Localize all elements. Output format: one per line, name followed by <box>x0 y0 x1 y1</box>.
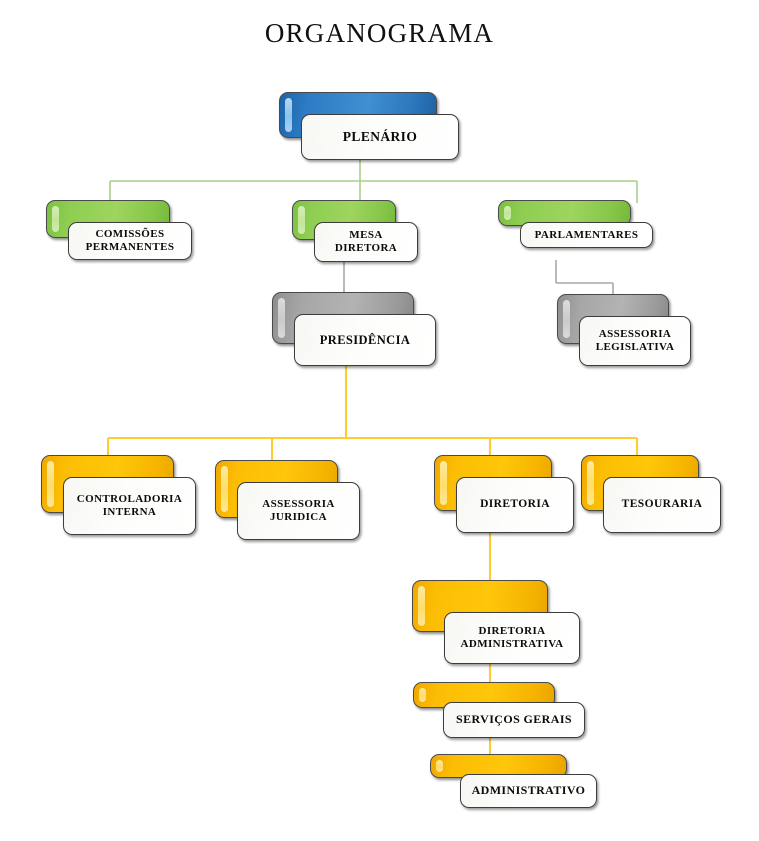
node-servicos-gerais[interactable]: SERVIÇOS GERAIS <box>413 682 585 738</box>
node-assessoria-juridica[interactable]: ASSESSORIA JURIDICA <box>215 460 360 540</box>
node-mesa-diretora-face: MESA DIRETORA <box>314 222 418 262</box>
node-parlamentares-plate <box>498 200 631 226</box>
node-diretoria-administrativa-line2: ADMINISTRATIVA <box>460 638 564 650</box>
node-mesa-diretora-line2: DIRETORA <box>334 242 398 254</box>
node-administrativo[interactable]: ADMINISTRATIVO <box>430 754 597 808</box>
node-tesouraria-face: TESOURARIA <box>603 477 721 533</box>
node-assessoria-legislativa-face: ASSESSORIA LEGISLATIVA <box>579 316 691 366</box>
edge-group-green <box>109 158 638 203</box>
node-diretoria-administrativa-face: DIRETORIA ADMINISTRATIVA <box>444 612 580 664</box>
node-comissoes-permanentes-line1: COMISSÕES <box>95 228 165 241</box>
node-tesouraria[interactable]: TESOURARIA <box>581 455 721 533</box>
node-controladoria-interna-face: CONTROLADORIA INTERNA <box>63 477 196 535</box>
node-tesouraria-line1: TESOURARIA <box>621 498 703 511</box>
node-assessoria-juridica-face: ASSESSORIA JURIDICA <box>237 482 360 540</box>
node-assessoria-legislativa[interactable]: ASSESSORIA LEGISLATIVA <box>557 294 691 366</box>
node-controladoria-interna[interactable]: CONTROLADORIA INTERNA <box>41 455 196 535</box>
edge-group-gold <box>106 366 639 756</box>
node-plenario[interactable]: PLENÁRIO <box>279 92 459 160</box>
node-assessoria-juridica-line2: JURIDICA <box>270 511 327 523</box>
node-servicos-gerais-line1: SERVIÇOS GERAIS <box>456 712 572 727</box>
node-plenario-face: PLENÁRIO <box>301 114 459 160</box>
node-presidencia-face: PRESIDÊNCIA <box>294 314 436 366</box>
node-diretoria-face: DIRETORIA <box>456 477 574 533</box>
node-comissoes-permanentes-line2: PERMANENTES <box>85 241 175 253</box>
node-administrativo-line1: ADMINISTRATIVO <box>471 783 586 798</box>
node-mesa-diretora-line1: MESA <box>349 229 383 242</box>
node-administrativo-face: ADMINISTRATIVO <box>460 774 597 808</box>
node-diretoria-line1: DIRETORIA <box>480 498 550 511</box>
node-assessoria-legislativa-line1: ASSESSORIA <box>598 328 672 341</box>
node-controladoria-interna-line2: INTERNA <box>102 506 157 518</box>
node-mesa-diretora[interactable]: MESA DIRETORA <box>292 200 418 262</box>
page-title: ORGANOGRAMA <box>264 18 495 48</box>
node-assessoria-juridica-line1: ASSESSORIA <box>262 498 335 511</box>
node-parlamentares-face: PARLAMENTARES <box>520 222 653 248</box>
edge-group-gray <box>343 260 614 296</box>
node-parlamentares[interactable]: PARLAMENTARES <box>498 200 653 248</box>
node-parlamentares-line1: PARLAMENTARES <box>534 228 639 241</box>
node-controladoria-interna-line1: CONTROLADORIA <box>76 493 183 506</box>
node-plenario-line1: PLENÁRIO <box>342 129 418 145</box>
node-assessoria-legislativa-line2: LEGISLATIVA <box>595 341 675 353</box>
node-diretoria-administrativa-line1: DIRETORIA <box>478 625 546 638</box>
node-presidencia[interactable]: PRESIDÊNCIA <box>272 292 436 366</box>
node-comissoes-permanentes[interactable]: COMISSÕES PERMANENTES <box>46 200 192 260</box>
node-diretoria-administrativa[interactable]: DIRETORIA ADMINISTRATIVA <box>412 580 580 664</box>
node-comissoes-permanentes-face: COMISSÕES PERMANENTES <box>68 222 192 260</box>
node-presidencia-line1: PRESIDÊNCIA <box>319 332 411 347</box>
node-servicos-gerais-face: SERVIÇOS GERAIS <box>443 702 585 738</box>
node-diretoria[interactable]: DIRETORIA <box>434 455 574 533</box>
